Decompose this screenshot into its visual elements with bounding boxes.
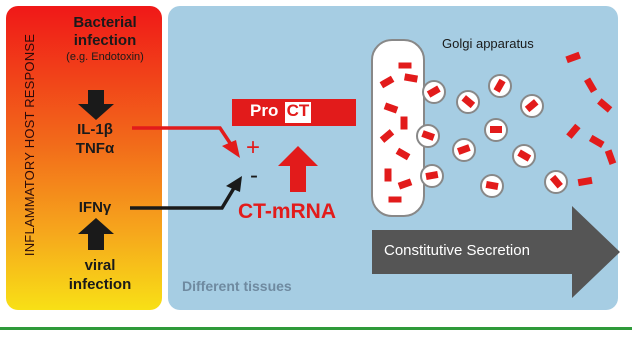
bacterial-line2: infection [73,32,137,49]
black-inhibit-arrow [130,187,236,210]
minus-sign: - [250,162,258,189]
inflammatory-panel [6,6,162,310]
secretory-vesicles [416,74,568,198]
black-arrowhead-icon [226,176,242,192]
secretion-label: Constitutive Secretion [384,242,530,259]
cytokines-label: IL-1β TNFα [60,120,130,158]
up-arrow-icon [78,218,114,250]
endotoxin-example: (e.g. Endotoxin) [66,51,144,63]
red-stimulus-arrow [132,126,234,147]
golgi-vesicles [378,61,420,204]
viral-label: viral infection [56,256,144,294]
il1-beta-label: IL-1β [77,121,113,138]
ifn-gamma-label: IFNγ [78,199,112,216]
tissues-label: Different tissues [182,278,292,294]
footer-divider [0,327,632,330]
ct-label: CT [286,101,310,120]
translation-arrow-icon [278,146,318,192]
red-arrowhead-icon [222,140,240,158]
pro-label: Pro [250,101,279,120]
viral-line1: viral [84,257,116,274]
bacterial-label: Bacterial infection [56,14,154,50]
secreted-procalcitonin [565,51,617,187]
plus-sign: + [246,134,261,161]
golgi-label: Golgi apparatus [442,36,534,51]
tnf-alpha-label: TNFα [75,140,115,157]
down-arrow-icon [78,90,114,120]
ct-inner-box [285,102,311,123]
bacterial-line1: Bacterial [73,14,137,31]
viral-line2: infection [68,276,132,293]
secretion-arrow [372,206,620,298]
ct-mrna-label: CT-mRNA [238,200,336,223]
vesicle-cargo [421,78,563,190]
